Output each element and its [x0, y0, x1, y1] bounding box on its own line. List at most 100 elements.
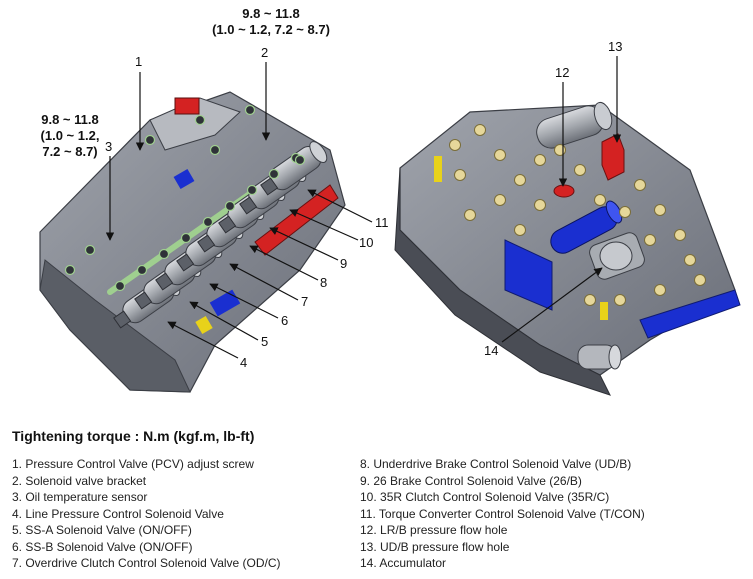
left-blue-part-2 — [209, 289, 241, 317]
callout-1: 1 — [135, 54, 143, 69]
bolt — [614, 294, 626, 306]
legend-item: 9. 26 Brake Control Solenoid Valve (26/B… — [360, 473, 582, 488]
bolt — [202, 216, 214, 228]
callout-6: 6 — [281, 313, 289, 328]
left-body-side — [39, 259, 191, 393]
callout-9: 9 — [340, 256, 348, 271]
callout-5: 5 — [261, 334, 269, 349]
bolt — [144, 134, 156, 146]
bolt — [674, 229, 686, 241]
bolt — [64, 264, 76, 276]
legend-list-right: 8. Underdrive Brake Control Solenoid Val… — [360, 456, 645, 572]
bolt — [294, 154, 306, 166]
right-valve-body — [394, 101, 741, 396]
left-yellow-part — [195, 315, 213, 335]
torque-top-line-2: (1.0 ~ 1.2, 7.2 ~ 8.7) — [212, 22, 330, 37]
solenoid-valves — [113, 141, 328, 329]
leader-14 — [501, 267, 603, 343]
legend-item: 2. Solenoid valve bracket — [12, 473, 147, 488]
bolt — [268, 168, 280, 180]
legend-item: 11. Torque Converter Control Solenoid Va… — [360, 506, 645, 521]
leader-5 — [189, 301, 259, 341]
torque-label-top: 9.8 ~ 11.8 (1.0 ~ 1.2, 7.2 ~ 8.7) — [196, 6, 346, 38]
left-bolts — [64, 104, 306, 292]
bolt — [584, 294, 596, 306]
leader-11 — [307, 189, 373, 223]
torque-top-line-1: 9.8 ~ 11.8 — [242, 6, 300, 21]
torque-label-left: 9.8 ~ 11.8 (1.0 ~ 1.2, 7.2 ~ 8.7) — [22, 112, 118, 160]
bolt — [84, 244, 96, 256]
callout-14: 14 — [484, 343, 499, 358]
legend-list-left: 1. Pressure Control Valve (PCV) adjust s… — [12, 456, 281, 572]
bolt — [224, 200, 236, 212]
bolt — [494, 149, 506, 161]
bolt — [594, 194, 606, 206]
right-top-cylinder — [536, 101, 613, 149]
diagram-area: 9.8 ~ 11.8 (1.0 ~ 1.2, 7.2 ~ 8.7) 9.8 ~ … — [22, 6, 741, 396]
bolt — [180, 232, 192, 244]
callout-11: 11 — [375, 215, 389, 230]
lrb-flow-hole — [553, 184, 575, 198]
bolt — [694, 274, 706, 286]
callout-3: 3 — [105, 139, 113, 154]
legend-item: 1. Pressure Control Valve (PCV) adjust s… — [12, 457, 254, 471]
legend-item: 13. UD/B pressure flow hole — [360, 539, 510, 554]
bolt — [158, 248, 170, 260]
bolt — [244, 104, 256, 116]
legend-item: 8. Underdrive Brake Control Solenoid Val… — [360, 457, 632, 471]
bolt — [209, 144, 221, 156]
leader-6 — [209, 283, 279, 319]
legend-title: Tightening torque : N.m (kgf.m, lb-ft) — [12, 428, 255, 444]
udb-flow-hole-block — [601, 133, 625, 181]
callout-7: 7 — [301, 294, 309, 309]
torque-left-line-3: 7.2 ~ 8.7) — [42, 144, 98, 159]
left-valve-body — [39, 91, 346, 393]
valve-body-drawing — [39, 56, 741, 396]
bolt — [114, 280, 126, 292]
leader-lines — [105, 56, 622, 359]
right-blue-edge — [639, 289, 741, 339]
bolt — [534, 199, 546, 211]
legend-item: 7. Overdrive Clutch Control Solenoid Val… — [12, 556, 281, 570]
bolt — [634, 179, 646, 191]
bolt — [194, 114, 206, 126]
bolt — [574, 164, 586, 176]
callout-8: 8 — [320, 275, 328, 290]
bolt — [136, 264, 148, 276]
callout-13: 13 — [608, 39, 623, 54]
bolt — [534, 154, 546, 166]
left-red-tab — [174, 97, 200, 115]
bolt — [246, 184, 258, 196]
bolt — [644, 234, 656, 246]
right-end-plug — [577, 344, 622, 370]
bolt — [474, 124, 486, 136]
bolt — [619, 206, 631, 218]
legend-item: 5. SS-A Solenoid Valve (ON/OFF) — [12, 523, 192, 537]
right-yellow-tab-1 — [434, 156, 442, 182]
right-blue-cylinder — [550, 200, 623, 254]
callout-2: 2 — [261, 45, 269, 60]
solenoid-valve — [260, 141, 328, 196]
leader-7 — [229, 263, 299, 301]
right-yellow-tab-2 — [600, 302, 608, 320]
legend-item: 3. Oil temperature sensor — [12, 490, 148, 504]
torque-left-line-2: (1.0 ~ 1.2, — [40, 128, 100, 143]
bolt — [654, 204, 666, 216]
left-red-strip — [254, 184, 339, 256]
bolt — [514, 224, 526, 236]
bolt — [554, 144, 566, 156]
bolt — [464, 209, 476, 221]
bolt — [494, 194, 506, 206]
leader-4 — [167, 321, 239, 359]
legend-item: 14. Accumulator — [360, 556, 447, 570]
bolt — [684, 254, 696, 266]
left-blue-part-1 — [173, 168, 195, 190]
torque-left-line-1: 9.8 ~ 11.8 — [41, 112, 99, 127]
callout-10: 10 — [359, 235, 374, 250]
callout-12: 12 — [555, 65, 570, 80]
legend-item: 6. SS-B Solenoid Valve (ON/OFF) — [12, 539, 193, 554]
leader-8 — [249, 245, 319, 281]
bolt — [449, 139, 461, 151]
bolt — [654, 284, 666, 296]
leader-9 — [269, 227, 339, 261]
